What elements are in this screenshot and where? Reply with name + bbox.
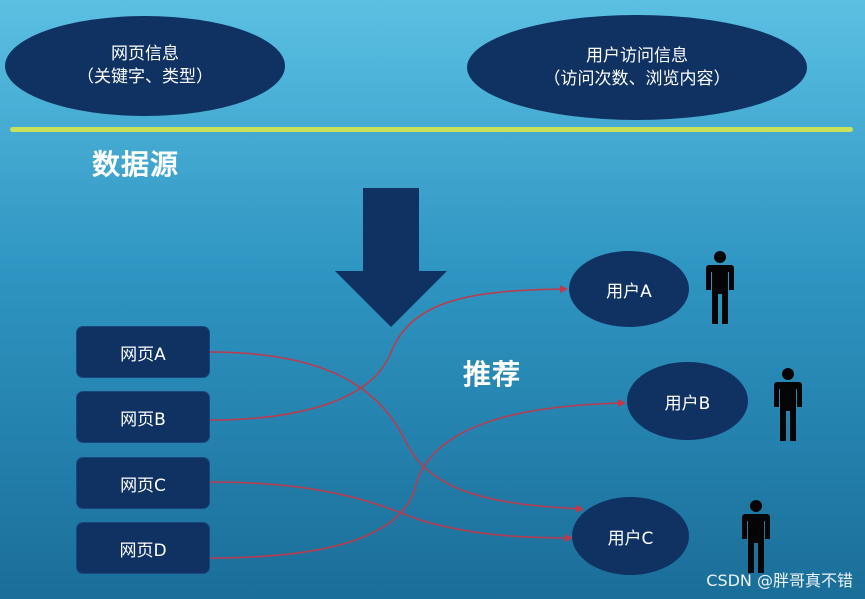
datasource-label: 数据源 (92, 148, 180, 181)
link-pageB-userA (209, 285, 568, 421)
user-node-c: 用户C (572, 497, 689, 575)
user-node-c-label: 用户C (607, 528, 654, 549)
link-pageD-userB (209, 399, 626, 559)
source-webpage-detail: （关键字、类型） (77, 67, 213, 87)
user-node-b: 用户B (627, 362, 748, 440)
divider-line (10, 127, 853, 132)
recommend-label: 推荐 (463, 358, 522, 391)
webpage-node-b-label: 网页B (120, 409, 166, 430)
webpage-node-c: 网页C (76, 457, 210, 509)
user-node-b-label: 用户B (664, 393, 711, 414)
source-user-access-info: 用户访问信息 （访问次数、浏览内容） (467, 15, 807, 120)
source-webpage-info: 网页信息 （关键字、类型） (5, 16, 285, 116)
webpage-node-d: 网页D (76, 522, 210, 574)
person-icon (774, 368, 802, 441)
person-icon (706, 251, 734, 324)
webpage-node-a-label: 网页A (120, 344, 166, 365)
link-pageC-userC (209, 481, 573, 542)
source-user-access-detail: （访问次数、浏览内容） (543, 68, 731, 89)
source-user-access-title: 用户访问信息 (586, 45, 688, 66)
user-node-a: 用户A (569, 251, 689, 327)
down-arrow-icon (335, 188, 447, 327)
webpage-node-d-label: 网页D (119, 540, 167, 561)
webpage-node-a: 网页A (76, 326, 210, 378)
watermark: CSDN @胖哥真不错 (706, 571, 853, 590)
person-icon (742, 500, 770, 573)
user-node-a-label: 用户A (606, 281, 652, 302)
link-pageA-userC (209, 351, 584, 513)
webpage-node-c-label: 网页C (120, 475, 166, 496)
source-webpage-title: 网页信息 (111, 44, 179, 64)
webpage-node-b: 网页B (76, 391, 210, 443)
